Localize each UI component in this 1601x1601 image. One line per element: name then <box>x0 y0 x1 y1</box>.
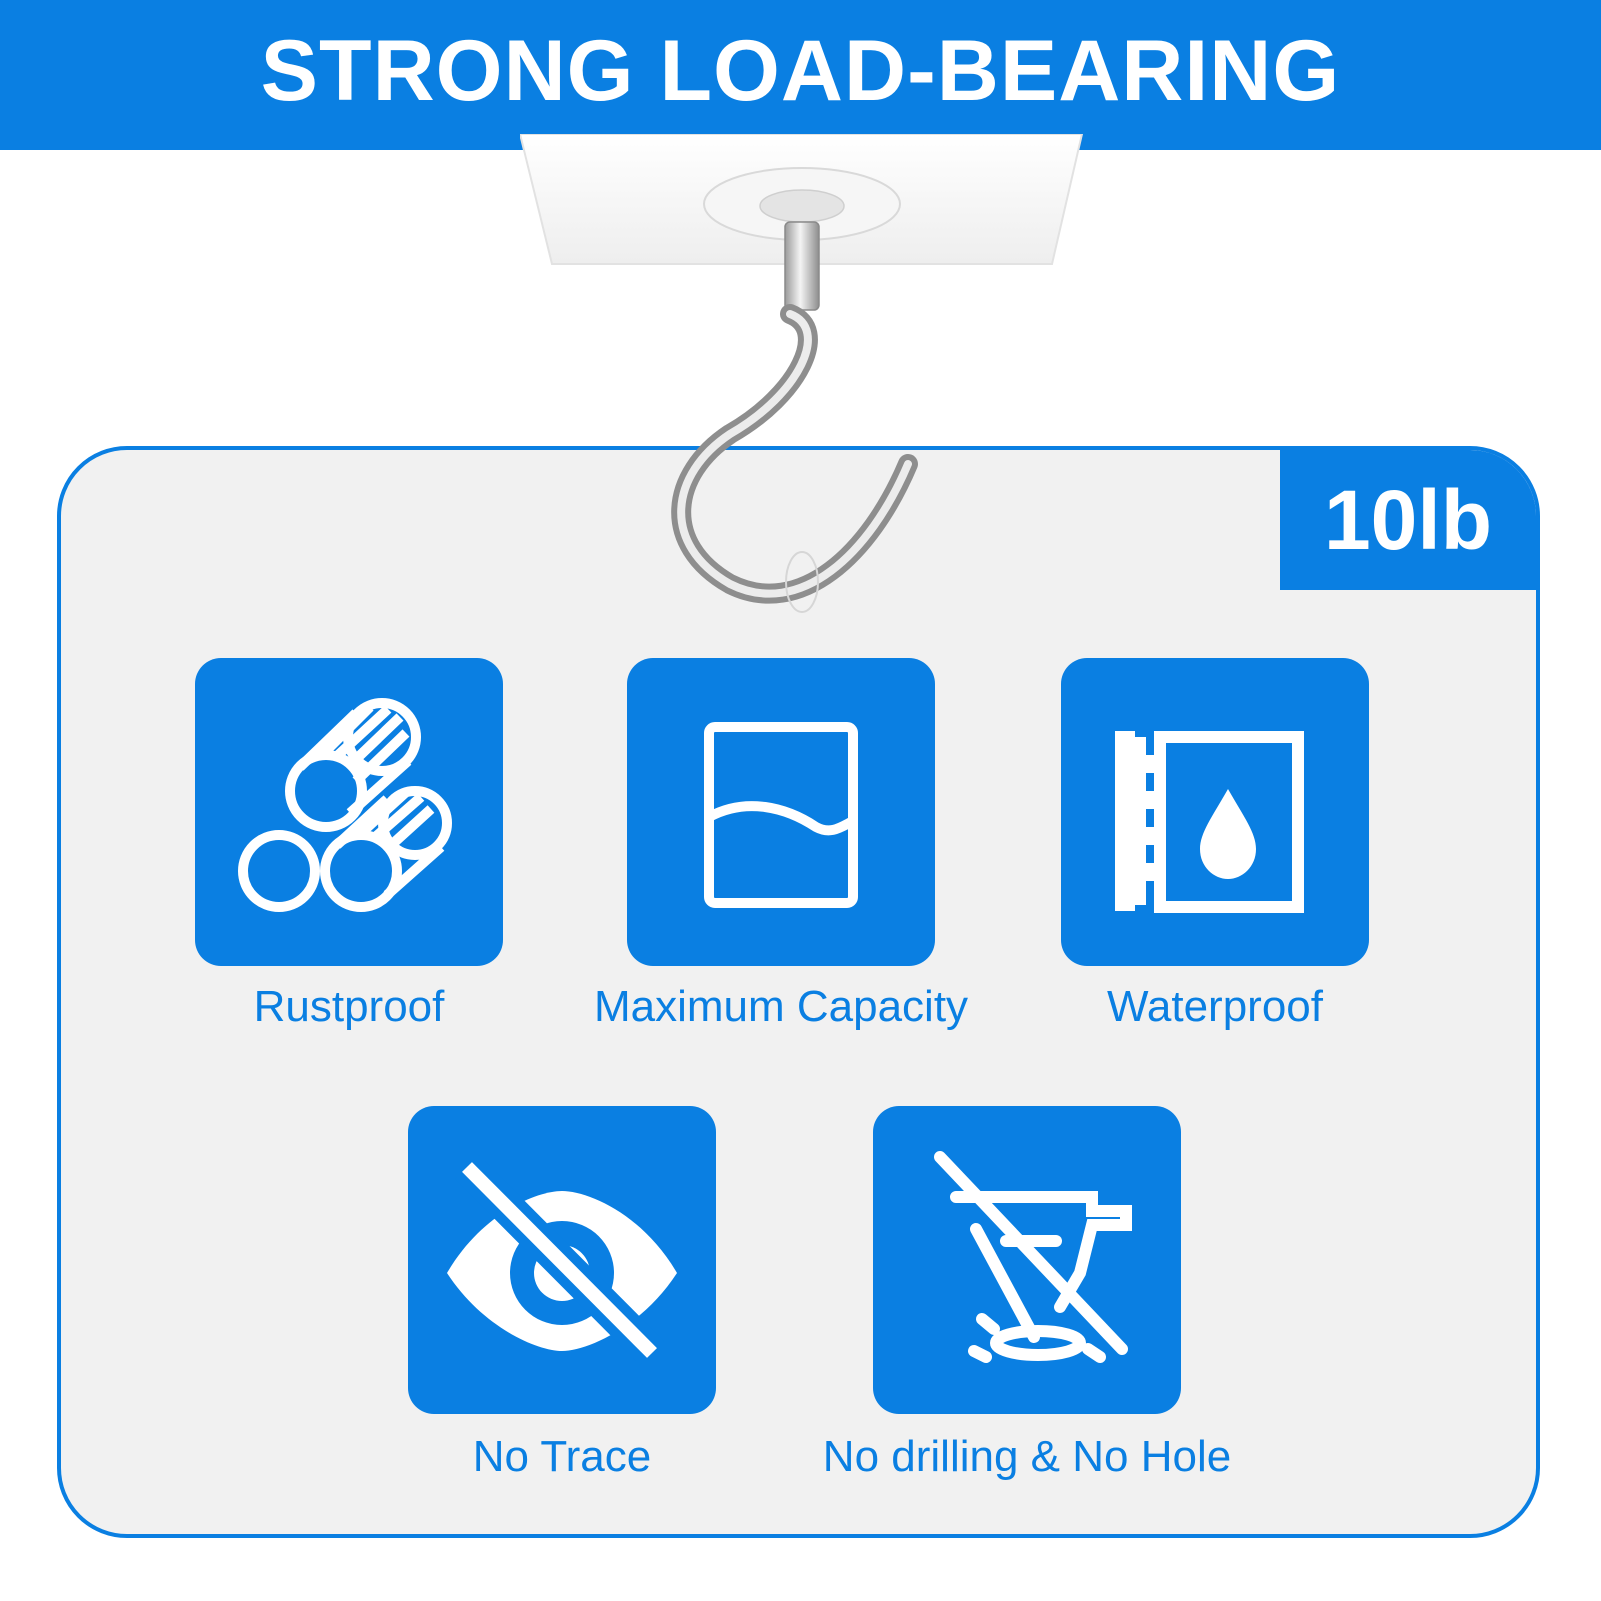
feature-tile-maximum-capacity <box>627 658 935 966</box>
eye-slash-icon <box>447 1155 677 1365</box>
feature-label-waterproof: Waterproof <box>1106 982 1323 1031</box>
feature-tile-no-trace <box>408 1106 716 1414</box>
steel-pipes-icon <box>238 698 452 912</box>
ceiling-hook-image <box>520 134 1084 613</box>
capacity-badge: 10lb <box>1280 450 1536 590</box>
feature-tile-rustproof <box>195 658 503 966</box>
water-drop-icon <box>1115 731 1304 913</box>
feature-label-maximum-capacity: Maximum Capacity <box>593 982 969 1031</box>
feature-tile-no-drilling <box>873 1106 1181 1414</box>
feature-label-no-drilling: No drilling & No Hole <box>822 1432 1232 1481</box>
feature-label-no-trace: No Trace <box>472 1432 652 1481</box>
feature-label-rustproof: Rustproof <box>253 982 445 1031</box>
feature-panel: 10lb <box>57 446 1540 1538</box>
no-drill-icon <box>934 1151 1132 1363</box>
page-title: STRONG LOAD-BEARING <box>260 22 1341 119</box>
header-banner: STRONG LOAD-BEARING <box>0 0 1601 150</box>
capacity-gauge-icon <box>704 722 858 908</box>
feature-tile-waterproof <box>1061 658 1369 966</box>
